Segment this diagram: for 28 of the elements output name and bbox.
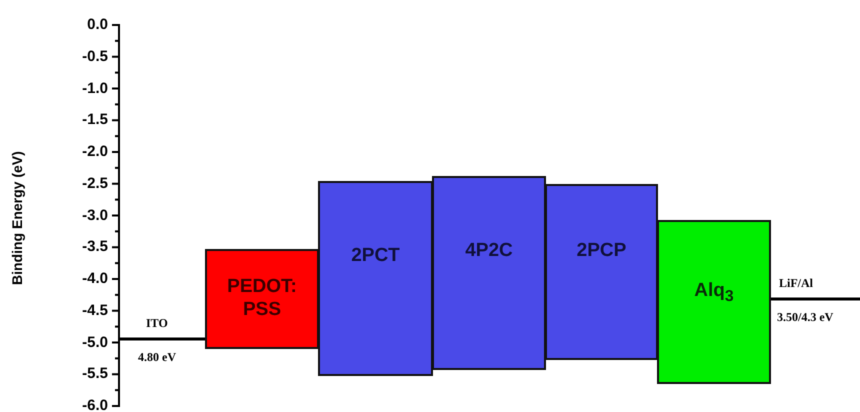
tick-label: -1.5 xyxy=(81,112,108,128)
layer-name: 2PCP xyxy=(576,240,626,263)
layer-name: PEDOT: PSS xyxy=(226,276,298,322)
tick-label: -3.5 xyxy=(81,239,108,254)
tick-label: -4.5 xyxy=(81,302,108,318)
energy-level-block xyxy=(205,249,319,349)
energy-level-block xyxy=(545,184,658,360)
energy-level-block xyxy=(657,220,771,384)
material-name: LiF/Al xyxy=(779,276,814,291)
energy-level-block xyxy=(318,181,433,376)
energy-level-block xyxy=(432,176,546,370)
layer-name: 4P2C xyxy=(465,240,513,263)
work-function-value: 3.50/4.3 eV xyxy=(777,310,834,325)
tick-label: -2.0 xyxy=(81,144,108,159)
tick-label: -5.0 xyxy=(81,334,108,350)
tick-label: -0.5 xyxy=(81,48,108,64)
tick-label: -3.0 xyxy=(81,208,108,222)
tick-label: -1.0 xyxy=(81,80,108,96)
tick-label: -5.5 xyxy=(81,366,108,382)
tick-label: -6.0 xyxy=(81,398,108,412)
axis-title: Binding Energy (eV) xyxy=(9,151,25,285)
material-name: ITO xyxy=(146,316,168,331)
layer-name: Alq$_{3}$ xyxy=(694,280,734,307)
work-function-value: 4.80 eV xyxy=(138,350,176,365)
layer-name: 2PCT xyxy=(351,245,400,268)
tick-label: 0.0 xyxy=(86,17,108,32)
tick-label: -2.5 xyxy=(81,176,108,191)
tick-label: -4.0 xyxy=(81,271,108,286)
